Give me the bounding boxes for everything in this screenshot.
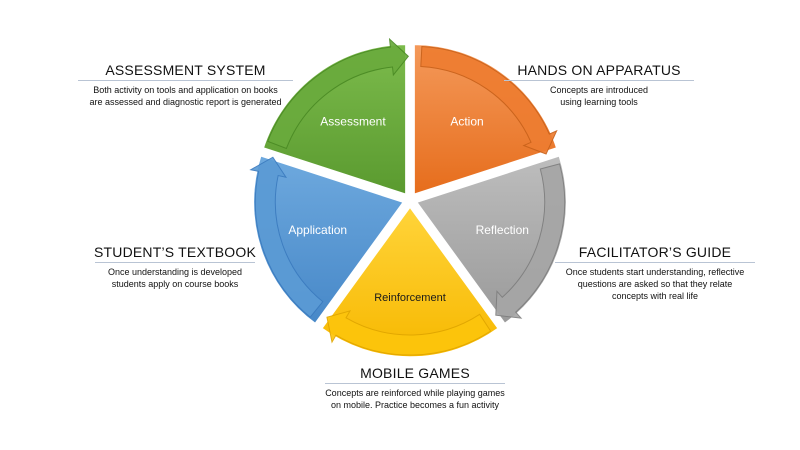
segment-label-application: Application <box>288 223 347 237</box>
wedge-assessment <box>262 43 407 196</box>
callout-description: Once understanding is developed students… <box>107 267 243 289</box>
cycle-arrow-reflection <box>495 163 566 319</box>
segment-label-reflection: Reflection <box>476 223 529 237</box>
callout-description: Concepts are introduced using learning t… <box>549 85 649 107</box>
callout-hands-on-apparatus: HANDS ON APPARATUS Concepts are introduc… <box>504 62 694 108</box>
callout-students-textbook: STUDENT’S TEXTBOOK Once understanding is… <box>85 244 265 290</box>
wedge-reinforcement <box>320 205 500 358</box>
cycle-arrow-application <box>249 156 324 318</box>
rule-mobile <box>325 383 505 384</box>
callout-facilitators-guide: FACILITATOR’S GUIDE Once students start … <box>555 244 755 302</box>
callout-title: FACILITATOR’S GUIDE <box>578 244 732 260</box>
callout-description: Once students start understanding, refle… <box>565 267 745 301</box>
callout-title: STUDENT’S TEXTBOOK <box>93 244 257 260</box>
callout-title: MOBILE GAMES <box>360 365 470 381</box>
callout-assessment-system: ASSESSMENT SYSTEM Both activity on tools… <box>68 62 303 108</box>
callout-description: Concepts are reinforced while playing ga… <box>325 388 505 410</box>
cycle-arrow-action <box>420 46 558 155</box>
rule-hands-on <box>504 80 694 81</box>
wedge-action <box>413 43 558 196</box>
callout-description: Both activity on tools and application o… <box>89 85 282 107</box>
rule-facilitator <box>555 262 755 263</box>
rule-assessment <box>78 80 293 81</box>
callout-title: ASSESSMENT SYSTEM <box>105 62 266 78</box>
cycle-arrow-assessment <box>267 37 409 150</box>
segment-label-action: Action <box>450 115 483 129</box>
callout-title: HANDS ON APPARATUS <box>517 62 681 78</box>
cycle-arrow-reinforcement <box>326 310 492 356</box>
segment-label-assessment: Assessment <box>320 115 386 129</box>
segment-label-reinforcement: Reinforcement <box>374 292 446 304</box>
callout-mobile-games: MOBILE GAMES Concepts are reinforced whi… <box>305 365 525 411</box>
rule-textbook <box>95 262 255 263</box>
